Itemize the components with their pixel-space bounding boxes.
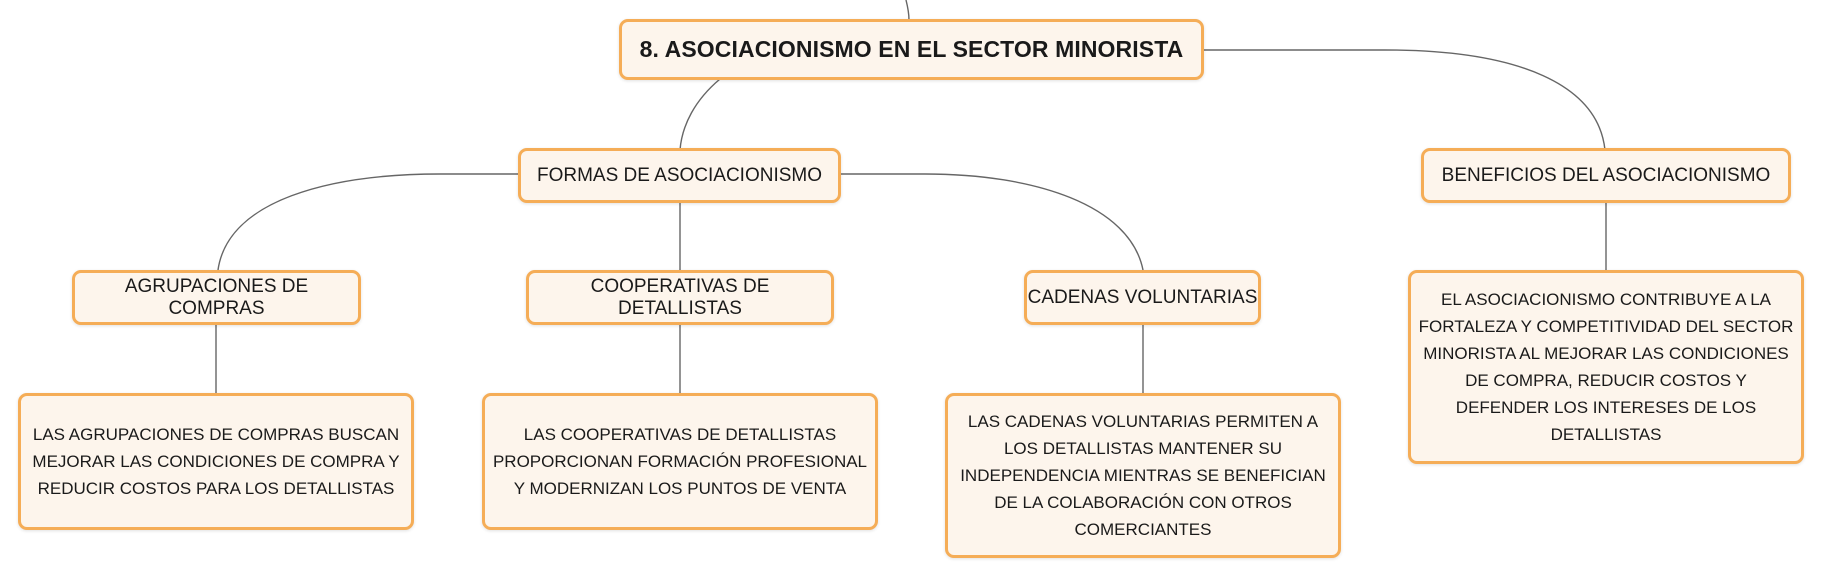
connector-formas-to-agrupaciones [217, 173, 520, 271]
cooperativas-node[interactable]: COOPERATIVAS DE DETALLISTAS [526, 270, 834, 325]
cooperativas-description-node[interactable]: LAS COOPERATIVAS DE DETALLISTAS PROPORCI… [482, 393, 878, 530]
cadenas-description: LAS CADENAS VOLUNTARIAS PERMITEN A LOS D… [960, 412, 1326, 539]
agrupaciones-label: AGRUPACIONES DE COMPRAS [124, 275, 309, 319]
root-node[interactable]: 8. ASOCIACIONISMO EN EL SECTOR MINORISTA [619, 19, 1204, 80]
agrupaciones-node[interactable]: AGRUPACIONES DE COMPRAS [72, 270, 361, 325]
beneficios-label: BENEFICIOS DEL ASOCIACIONISMO [1441, 164, 1771, 186]
cooperativas-description: LAS COOPERATIVAS DE DETALLISTAS PROPORCI… [492, 425, 868, 498]
cadenas-description-node[interactable]: LAS CADENAS VOLUNTARIAS PERMITEN A LOS D… [945, 393, 1341, 558]
connector-root-to-formas [679, 78, 721, 151]
connector-root-to-beneficios [1202, 49, 1606, 151]
cadenas-node[interactable]: CADENAS VOLUNTARIAS [1024, 270, 1261, 325]
cadenas-label: CADENAS VOLUNTARIAS [1027, 286, 1258, 308]
formas-label: FORMAS DE ASOCIACIONISMO [536, 164, 823, 186]
formas-node[interactable]: FORMAS DE ASOCIACIONISMO [518, 148, 841, 203]
beneficios-description-node[interactable]: EL ASOCIACIONISMO CONTRIBUYE A LA FORTAL… [1408, 270, 1804, 464]
connector-formas-to-cadenas [838, 173, 1144, 271]
beneficios-description: EL ASOCIACIONISMO CONTRIBUYE A LA FORTAL… [1418, 290, 1794, 444]
cooperativas-label: COOPERATIVAS DE DETALLISTAS [590, 275, 770, 319]
agrupaciones-description-node[interactable]: LAS AGRUPACIONES DE COMPRAS BUSCAN MEJOR… [18, 393, 414, 530]
root-label: 8. ASOCIACIONISMO EN EL SECTOR MINORISTA [639, 36, 1184, 62]
agrupaciones-description: LAS AGRUPACIONES DE COMPRAS BUSCAN MEJOR… [32, 425, 400, 498]
connector-parent-to-root [905, 0, 910, 21]
beneficios-node[interactable]: BENEFICIOS DEL ASOCIACIONISMO [1421, 148, 1791, 203]
